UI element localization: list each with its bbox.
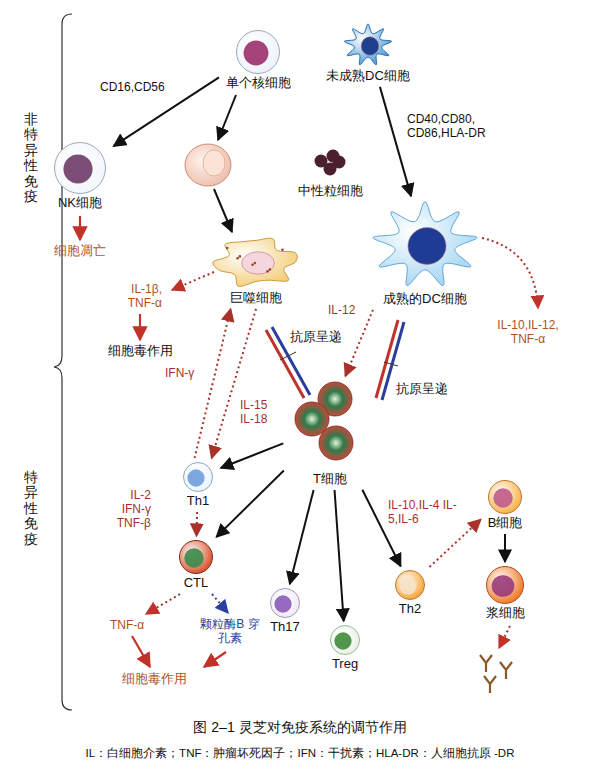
cell-label: B细胞 [483, 515, 527, 531]
cell-label: CTL [174, 575, 218, 591]
cell-label: 中性粒细胞 [294, 183, 367, 199]
cell-label: 单个核细胞 [222, 75, 295, 91]
cell-figure [310, 147, 350, 183]
differentiation-arrow [504, 534, 506, 562]
cell-figure [269, 587, 301, 619]
cell-label: Treg [325, 656, 365, 672]
annotation: 颗粒酶B 穿孔素 [200, 617, 260, 645]
cell-label: 未成熟DC细胞 [322, 68, 414, 84]
edge-label: IL-15 IL-18 [238, 398, 282, 426]
arrow [139, 314, 141, 340]
annotation: 抗原呈递 [396, 382, 448, 396]
cell-figure [487, 479, 523, 515]
edge-label: CD16,CD56 [98, 80, 167, 94]
arrow [204, 652, 226, 667]
annotation: 细胞毒作用 [108, 344, 173, 358]
bracket [54, 14, 72, 710]
cell-node: 浆细胞 [480, 565, 530, 621]
cell-node: 未成熟DC细胞 [322, 22, 414, 84]
cell-node: 单个核细胞 [222, 29, 295, 91]
differentiation-arrow [380, 87, 411, 196]
cell-label: NK细胞 [49, 195, 111, 211]
edge-label: IL-10,IL-4 IL-5,IL-6 [386, 498, 464, 526]
cell-label: 浆细胞 [480, 605, 530, 621]
dotted-arrow [499, 626, 510, 648]
cell-label: 巨噬细胞 [204, 290, 308, 306]
cell-figure [53, 141, 107, 195]
differentiation-arrow [216, 470, 283, 536]
cytokine-arrow [212, 309, 256, 458]
annotation: IL-1β, TNF-α [112, 282, 162, 310]
differentiating-cell [185, 144, 231, 186]
cell-figure [235, 29, 281, 75]
cell-figure [329, 624, 361, 656]
annotation: 细胞毒作用 [122, 672, 187, 686]
annotation: 抗原呈递 [290, 330, 342, 344]
cell-node: T细胞 [286, 379, 374, 487]
footnote: IL：白细胞介素；TNF：肿瘤坏死因子；IFN：干扰素；HLA-DR：人细胞抗原… [0, 746, 600, 760]
differentiation-arrow [221, 443, 283, 468]
cell-node: 巨噬细胞 [204, 234, 308, 306]
cell-node: Treg [325, 624, 365, 672]
cell-node: 中性粒细胞 [294, 147, 367, 199]
cell-node: 成熟的DC细胞 [365, 199, 485, 307]
cell-node: NK细胞 [49, 141, 111, 211]
arrow [218, 95, 236, 140]
cell-figure [369, 199, 481, 291]
cell-figure [484, 565, 526, 605]
cell-figure [208, 234, 304, 290]
cell-node: CTL [174, 539, 218, 591]
arrow [132, 636, 150, 667]
caption: 图 2–1 灵芝对免疫系统的调节作用 [0, 718, 600, 736]
arrow [79, 216, 81, 240]
arrow [214, 189, 232, 232]
antibodies [480, 655, 512, 693]
cell-figure [178, 539, 214, 575]
cytokine-arrow [196, 512, 199, 536]
differentiation-arrow [290, 490, 314, 584]
annotation: IL-10,IL-12, TNF-α [486, 318, 570, 346]
edge-label: IL-12 [326, 303, 357, 317]
cell-node: Th2 [390, 569, 430, 617]
cell-node: Th1 [178, 461, 218, 509]
cell-node: Th17 [265, 587, 305, 635]
cell-figure [290, 379, 370, 471]
cell-label: 成熟的DC细胞 [365, 291, 485, 307]
section-label: 非特异性免疫 [24, 112, 38, 204]
annotation: 细胞凋亡 [54, 244, 106, 258]
differentiation-arrow [335, 490, 344, 621]
cell-figure [342, 22, 394, 68]
cell-label: Th2 [390, 601, 430, 617]
section-label: 特异性免疫 [24, 470, 38, 547]
edge-label: IFN-γ [163, 366, 196, 380]
cell-node: B细胞 [483, 479, 527, 531]
cytokine-arrow [345, 310, 373, 376]
cytokine-arrow [429, 519, 480, 567]
edge-label: CD40,CD80, CD86,HLA-DR [405, 112, 501, 140]
edge-label: IL-2 IFN-γ TNF-β [103, 488, 153, 530]
dotted-arrow [172, 272, 214, 290]
cell-figure [394, 569, 426, 601]
cytokine-arrow [195, 309, 231, 458]
cell-label: Th17 [265, 619, 305, 635]
cell-label: Th1 [178, 493, 218, 509]
cell-label: T细胞 [286, 471, 374, 487]
dotted-arrow [482, 238, 538, 308]
annotation: TNF-α [110, 618, 144, 632]
dotted-arrow [146, 594, 180, 614]
dotted-arrow [212, 594, 228, 613]
cell-figure [182, 461, 214, 493]
